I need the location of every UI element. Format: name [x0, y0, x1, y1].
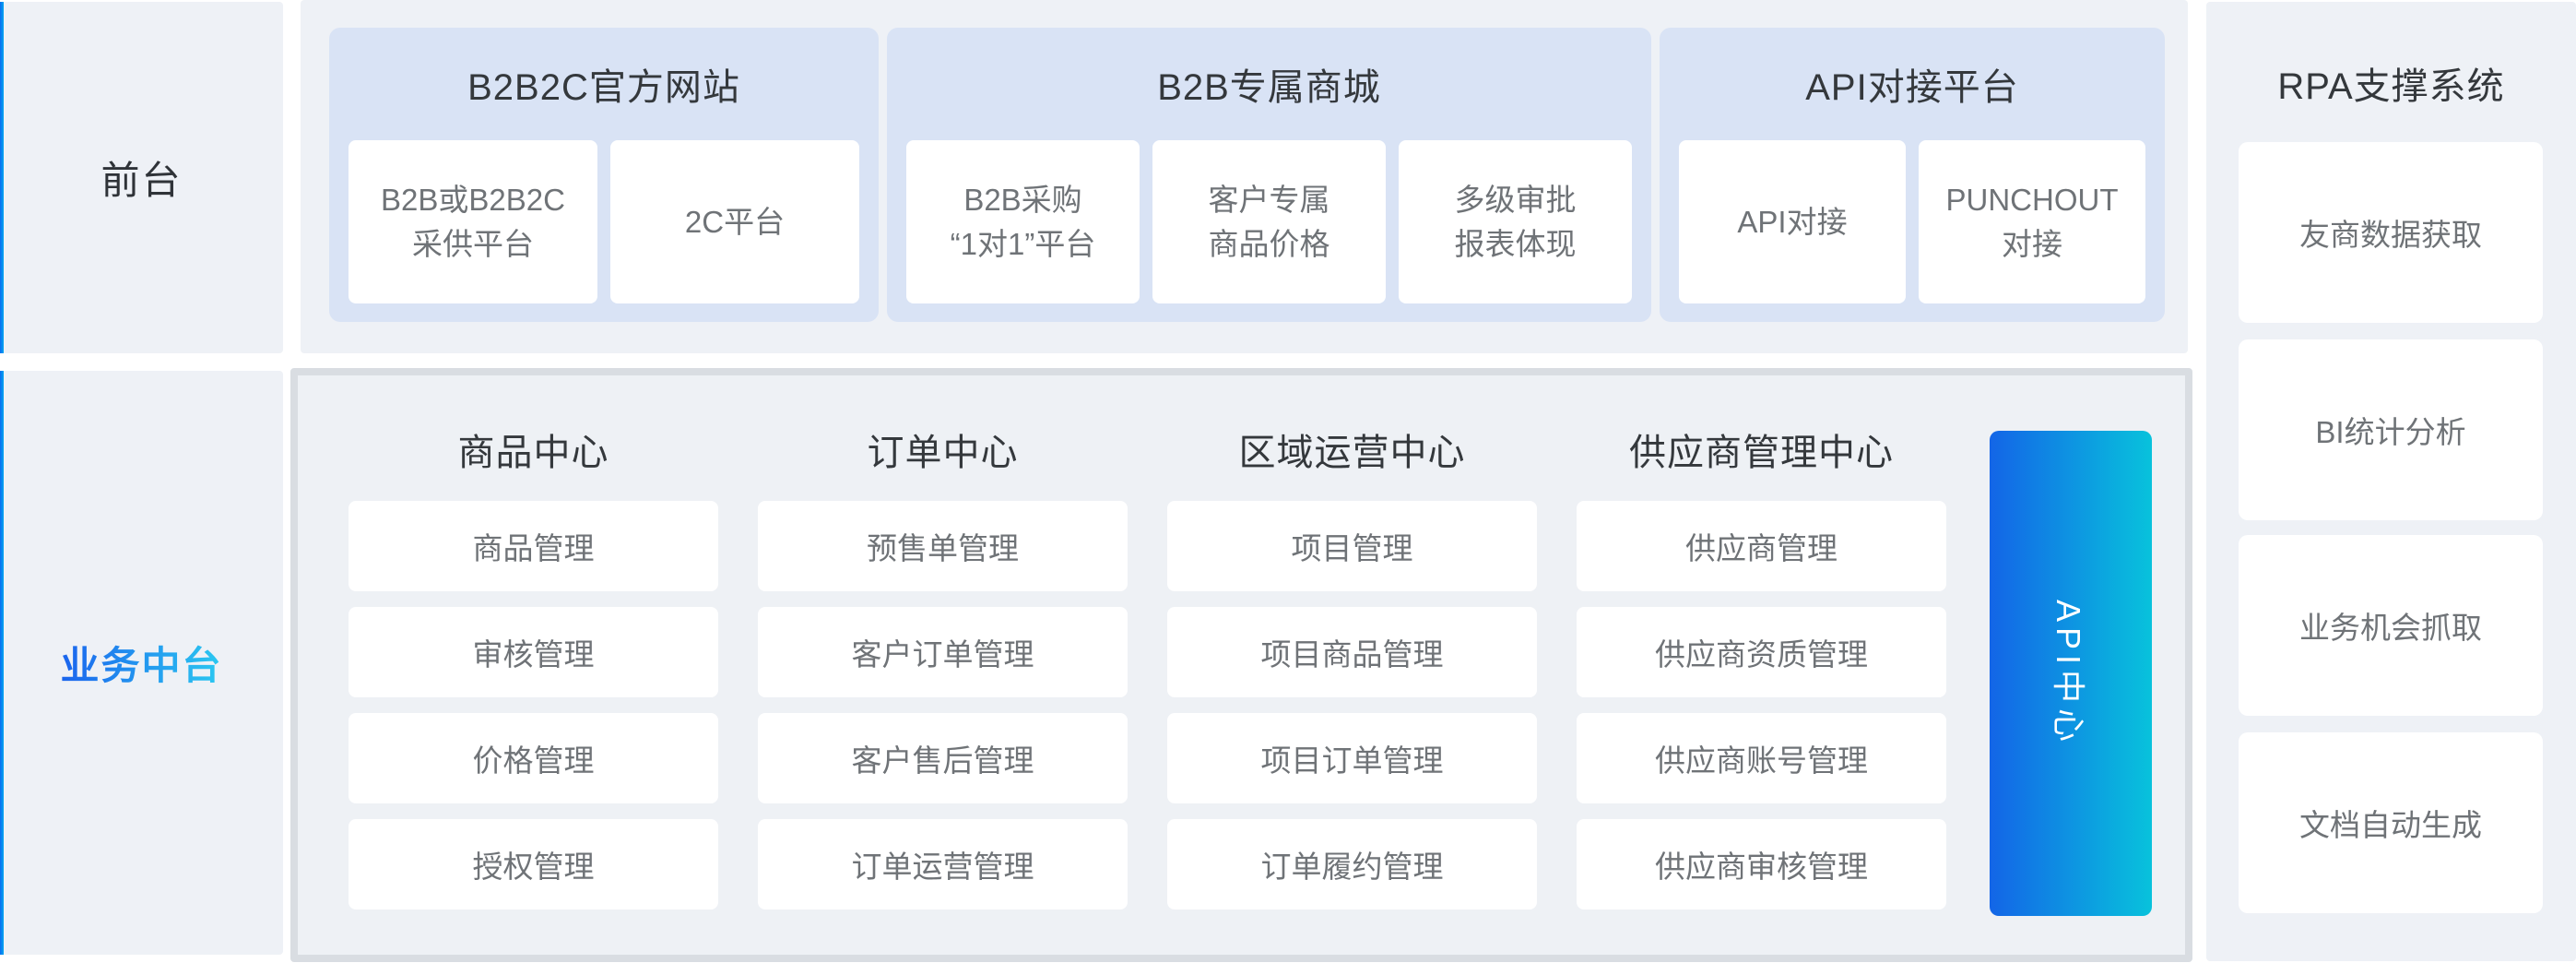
card-label: B2B或B2B2C 采供平台 [381, 182, 565, 261]
rpa-support-panel: RPA支撑系统 友商数据获取 BI统计分析 业务机会抓取 文档自动生成 [2206, 2, 2576, 961]
group-card-row: B2B采购 “1对1”平台 客户专属 商品价格 多级审批 报表体现 [906, 140, 1632, 303]
card-order-operation-management: 订单运营管理 [758, 819, 1128, 910]
group-card-row: B2B或B2B2C 采供平台 2C平台 [349, 140, 859, 303]
card-label: 客户专属 商品价格 [1208, 182, 1330, 261]
card-bi-statistics-analysis: BI统计分析 [2239, 339, 2543, 520]
card-supplier-management: 供应商管理 [1577, 501, 1946, 591]
business-middle-rail: 业务中台 [0, 371, 283, 955]
card-label: B2B采购 “1对1”平台 [950, 182, 1096, 261]
card-supplier-review-management: 供应商审核管理 [1577, 819, 1946, 910]
card-review-management: 审核管理 [349, 607, 718, 697]
card-business-opportunity-capture: 业务机会抓取 [2239, 535, 2543, 716]
column-title-supplier-management-center: 供应商管理中心 [1629, 433, 1894, 473]
blue-accent-bar [0, 371, 4, 955]
front-stage-strip: B2B2C官方网站 B2B或B2B2C 采供平台 2C平台 B2B专属商城 B2… [301, 0, 2188, 353]
card-authorization-management: 授权管理 [349, 819, 718, 910]
business-middle-container: 商品中心 订单中心 区域运营中心 供应商管理中心 商品管理 审核管理 价格管理 … [290, 368, 2192, 962]
group-title: API对接平台 [1805, 67, 2019, 108]
card-order-fulfillment-management: 订单履约管理 [1167, 819, 1537, 910]
card-label: PUNCHOUT 对接 [1945, 182, 2119, 261]
blue-accent-bar [0, 2, 4, 353]
card-2c-platform: 2C平台 [610, 140, 859, 303]
column-title-region-operation-center: 区域运营中心 [1238, 433, 1466, 473]
business-middle-label: 业务中台 [60, 635, 222, 691]
card-label: API对接 [1737, 204, 1848, 239]
card-project-management: 项目管理 [1167, 501, 1537, 591]
card-customer-aftersale-management: 客户售后管理 [758, 713, 1128, 803]
card-b2b-1to1-platform: B2B采购 “1对1”平台 [906, 140, 1140, 303]
card-multilevel-approval-report: 多级审批 报表体现 [1399, 140, 1632, 303]
card-product-management: 商品管理 [349, 501, 718, 591]
card-project-product-management: 项目商品管理 [1167, 607, 1537, 697]
group-b2b2c-website: B2B2C官方网站 B2B或B2B2C 采供平台 2C平台 [329, 28, 879, 322]
column-title-order-center: 订单中心 [867, 433, 1019, 473]
group-card-row: API对接 PUNCHOUT 对接 [1679, 140, 2145, 303]
front-stage-label: 前台 [100, 159, 183, 202]
card-supplier-account-management: 供应商账号管理 [1577, 713, 1946, 803]
card-competitor-data-acquisition: 友商数据获取 [2239, 142, 2543, 323]
card-price-management: 价格管理 [349, 713, 718, 803]
card-customer-order-management: 客户订单管理 [758, 607, 1128, 697]
group-b2b-mall: B2B专属商城 B2B采购 “1对1”平台 客户专属 商品价格 多级审批 报表体… [887, 28, 1651, 322]
api-center-bar: API中心 [1990, 431, 2152, 916]
card-api-integration: API对接 [1679, 140, 1906, 303]
card-b2b-b2b2c-platform: B2B或B2B2C 采供平台 [349, 140, 597, 303]
card-punchout-integration: PUNCHOUT 对接 [1919, 140, 2145, 303]
card-document-auto-generation: 文档自动生成 [2239, 732, 2543, 913]
card-label: 2C平台 [684, 204, 786, 239]
card-project-order-management: 项目订单管理 [1167, 713, 1537, 803]
card-supplier-qualification-management: 供应商资质管理 [1577, 607, 1946, 697]
group-title: B2B2C官方网站 [467, 67, 740, 108]
card-customer-exclusive-price: 客户专属 商品价格 [1152, 140, 1386, 303]
front-stage-rail: 前台 [0, 2, 283, 353]
rpa-panel-title: RPA支撑系统 [2277, 66, 2505, 107]
card-presale-order-management: 预售单管理 [758, 501, 1128, 591]
api-center-label: API中心 [2050, 599, 2087, 748]
group-api-platform: API对接平台 API对接 PUNCHOUT 对接 [1660, 28, 2165, 322]
card-label: 多级审批 报表体现 [1454, 182, 1577, 261]
group-title: B2B专属商城 [1157, 67, 1381, 108]
column-title-product-center: 商品中心 [457, 433, 609, 473]
